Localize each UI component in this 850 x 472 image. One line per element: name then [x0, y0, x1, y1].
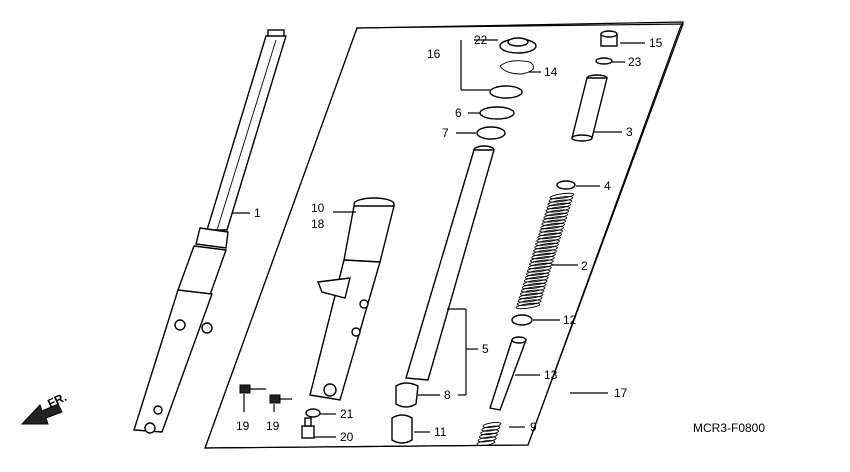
spring-coil	[481, 425, 501, 432]
callout-6: 6	[455, 106, 462, 120]
fork-bushing	[395, 382, 419, 408]
damper-spring	[476, 422, 502, 446]
callout-10: 10	[311, 201, 325, 215]
spring-coil	[543, 212, 569, 220]
diagram-code: MCR3-F0800	[693, 421, 765, 435]
spring-coil	[546, 202, 572, 210]
callout-5: 5	[482, 342, 489, 356]
spring-coil	[524, 272, 550, 280]
fork-tube-left	[133, 29, 287, 434]
fork-pipe	[405, 145, 495, 381]
callout-13: 13	[544, 368, 558, 382]
callout-1: 1	[254, 206, 261, 220]
callout-14: 14	[544, 65, 558, 79]
spring-coil	[538, 229, 564, 236]
spring-coil	[519, 289, 545, 296]
callout-7: 7	[442, 126, 449, 140]
callout-21: 21	[340, 407, 354, 421]
callout-17: 17	[614, 386, 628, 400]
callout-12: 12	[563, 313, 577, 327]
callout-11: 11	[434, 425, 447, 439]
spring-coil	[529, 259, 554, 266]
callout-22: 22	[474, 33, 488, 47]
callout-23: 23	[628, 55, 642, 69]
spring-coil	[517, 296, 543, 303]
bolt-19a	[239, 384, 266, 394]
front-direction-label: FR.	[45, 390, 68, 411]
callout-9: 9	[530, 420, 537, 434]
spring-coil	[516, 299, 542, 306]
spring-coil	[536, 236, 561, 243]
spring-coil	[542, 216, 568, 223]
spring-seat-washer	[556, 180, 576, 190]
spring-coil	[515, 302, 541, 310]
bolt-19b	[269, 394, 292, 404]
rebound-spring	[511, 314, 533, 326]
front-direction-arrow-icon	[20, 403, 63, 425]
spring-coil	[541, 219, 567, 226]
spring-coil	[549, 192, 575, 200]
fork-bolt	[595, 30, 618, 65]
spring-coil	[548, 196, 574, 203]
spring-coil	[537, 232, 562, 240]
fork-spring	[515, 192, 575, 310]
spring-coil	[477, 436, 497, 443]
spring-coil	[522, 279, 548, 286]
spring-coil	[539, 226, 565, 233]
spring-coil	[544, 209, 570, 216]
callout-20: 20	[340, 430, 354, 444]
callout-3: 3	[626, 125, 633, 139]
callout-19-right: 19	[266, 419, 280, 433]
spring-coil	[479, 432, 498, 439]
spring-coil	[531, 252, 556, 260]
assembly-boundary	[204, 21, 684, 449]
spring-coil	[482, 422, 502, 428]
callout-4: 4	[604, 179, 611, 193]
spring-coil	[532, 249, 557, 256]
sealing-washer	[305, 408, 321, 418]
spring-coil	[535, 239, 560, 246]
spring-coil	[525, 269, 551, 276]
spring-coil	[520, 286, 546, 293]
spring-coil	[476, 440, 496, 446]
slide-bushing	[476, 126, 506, 140]
spring-coil	[547, 199, 573, 206]
spring-coil	[530, 256, 555, 263]
spring-coil	[523, 276, 549, 283]
spring-coil	[521, 282, 547, 290]
damper-rod	[489, 336, 528, 411]
callout-16: 16	[427, 47, 441, 61]
leader-lines	[232, 39, 645, 438]
spring-coil	[533, 246, 558, 253]
spring-coil	[545, 206, 571, 213]
callout-2: 2	[581, 259, 588, 273]
callout-19-left: 19	[236, 419, 250, 433]
assembly-boundary-frame	[204, 23, 684, 449]
spring-coil	[526, 266, 552, 273]
spacer-tube	[571, 74, 608, 142]
oil-seal-group	[489, 37, 537, 99]
socket-bolt	[301, 417, 315, 439]
back-up-ring	[479, 106, 515, 120]
spring-coil	[480, 429, 499, 436]
spring-coil	[528, 262, 553, 270]
callout-15: 15	[649, 36, 663, 50]
oil-lock-piece	[391, 414, 413, 444]
spring-coil	[534, 242, 559, 250]
spring-coil	[518, 292, 544, 300]
callout-18: 18	[311, 217, 325, 231]
fork-slider	[309, 197, 395, 401]
callout-8: 8	[444, 388, 451, 402]
spring-coil	[540, 222, 566, 230]
